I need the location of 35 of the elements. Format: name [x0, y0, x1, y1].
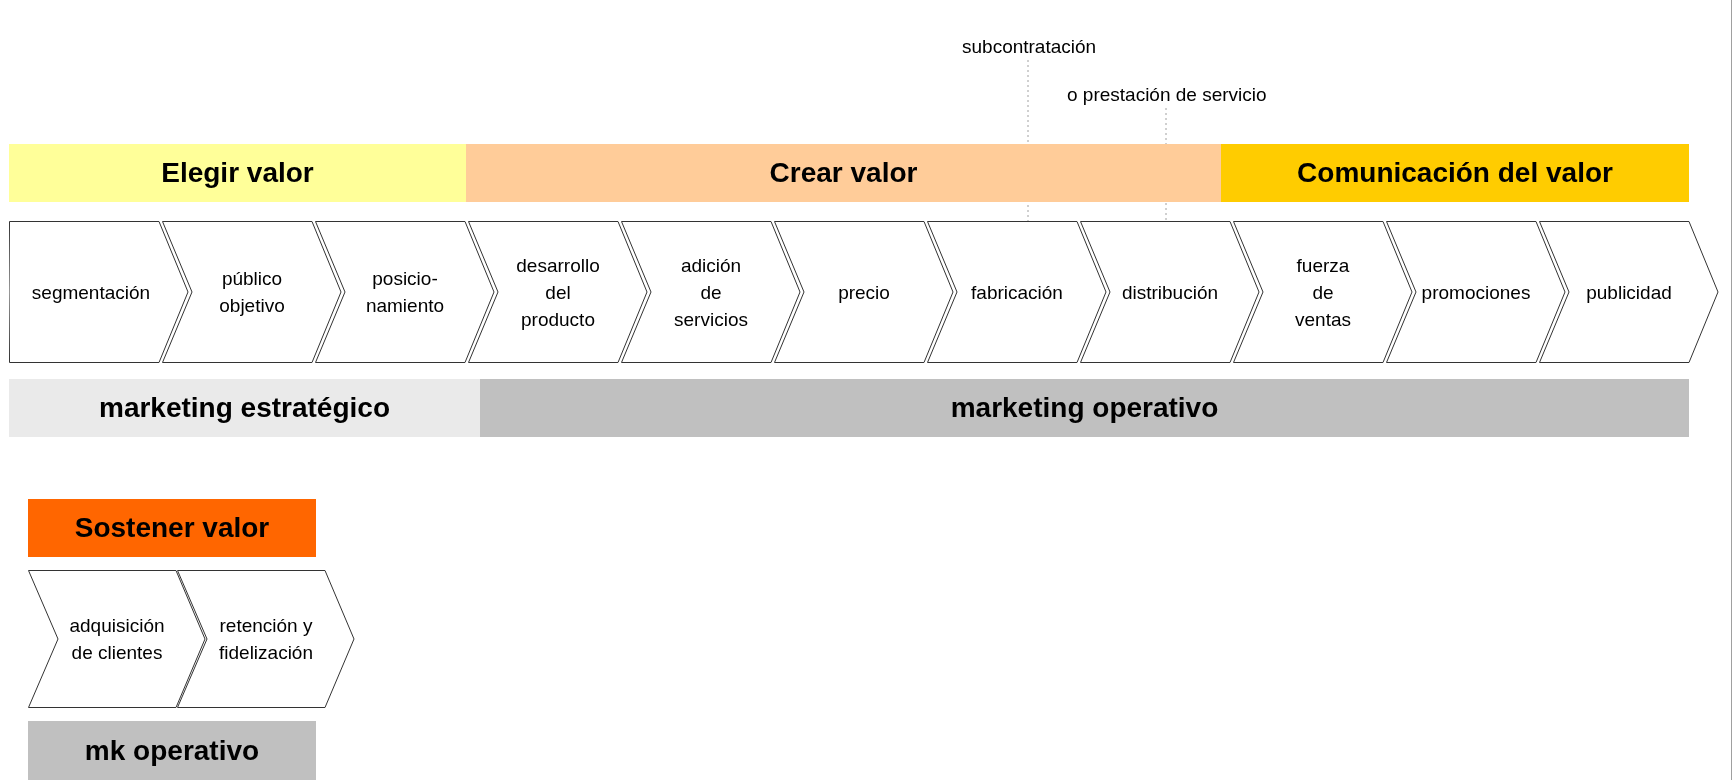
chevron-step — [621, 221, 801, 363]
category-band: Comunicación del valor — [1221, 144, 1689, 202]
annotation-text: subcontratación — [962, 34, 1142, 60]
step-label: distribución — [1121, 280, 1219, 305]
category-band: mk operativo — [28, 721, 316, 780]
step-label: publicidad — [1586, 280, 1672, 305]
step-label: fuerza de ventas — [1295, 253, 1351, 332]
category-band: Sostener valor — [28, 499, 316, 557]
category-band: marketing operativo — [480, 379, 1689, 437]
category-band: Elegir valor — [9, 144, 466, 202]
chevron-step — [468, 221, 648, 363]
step-label: adición de servicios — [674, 253, 748, 332]
chevron-step — [315, 221, 495, 363]
step-label: posicio- namiento — [365, 267, 445, 318]
chevron-step — [927, 221, 1107, 363]
step-label: precio — [838, 280, 890, 305]
chevron-step — [774, 221, 954, 363]
chevron-step — [9, 221, 189, 363]
step-label: fabricación — [971, 280, 1063, 305]
annotation-text: o prestación de servicio — [1067, 82, 1327, 108]
category-band: marketing estratégico — [9, 379, 480, 437]
chevron-step — [1539, 221, 1719, 363]
step-label: promociones — [1421, 280, 1531, 305]
chevron-step — [28, 570, 206, 708]
chevron-step — [1080, 221, 1260, 363]
step-label: segmentación — [31, 280, 151, 305]
chevron-step — [162, 221, 342, 363]
step-label: desarrollo del producto — [516, 253, 600, 332]
chevron-step — [177, 570, 355, 708]
chevron-step — [1233, 221, 1413, 363]
step-label: retención y fidelización — [219, 614, 313, 665]
step-label: adquisición de clientes — [69, 614, 165, 665]
chevron-step — [1386, 221, 1566, 363]
category-band: Crear valor — [466, 144, 1221, 202]
step-label: público objetivo — [219, 267, 285, 318]
